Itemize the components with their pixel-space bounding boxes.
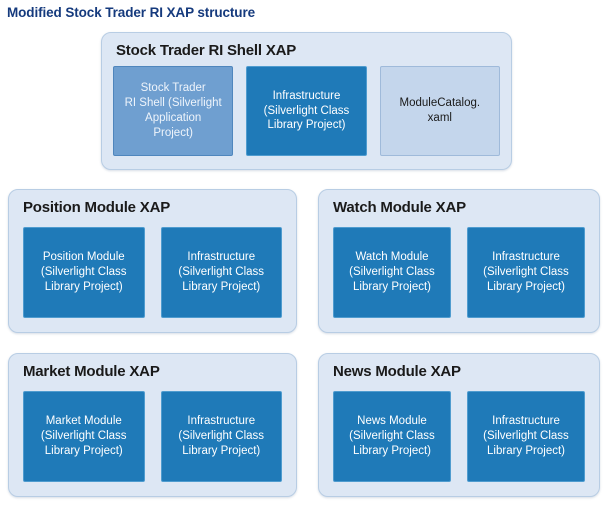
project-box-line: Library Project) [182, 280, 261, 293]
project-box-line: Library Project) [353, 280, 431, 293]
xap-panel-title: News Module XAP [333, 363, 461, 380]
project-box-line: (Silverlight Class [349, 430, 435, 443]
project-box-module-catalog-xaml[interactable]: ModuleCatalog. xaml [379, 66, 500, 156]
project-box-line: (Silverlight Class [483, 266, 569, 279]
project-box-line: (Silverlight Class [178, 266, 265, 279]
project-box-line: RI Shell (Silverlight [124, 97, 222, 110]
xap-panel-title: Market Module XAP [23, 363, 160, 380]
xap-panel-watch: Watch Module XAP Watch Module (Silverligh… [318, 189, 600, 333]
xap-panel-market: Market Module XAP Market Module (Silverli… [8, 353, 297, 497]
project-box-line: (Silverlight Class [263, 104, 350, 117]
project-box-line: Stock Trader [140, 82, 206, 95]
project-box-line: xaml [427, 112, 452, 124]
project-box-line: Market Module [45, 415, 122, 428]
project-box-line: Infrastructure [187, 251, 256, 264]
project-box-line: Infrastructure [272, 89, 341, 102]
project-box-line: (Silverlight Class [40, 430, 127, 443]
project-box-line: (Silverlight Class [178, 430, 265, 443]
project-box-line: ModuleCatalog. [399, 97, 481, 110]
project-box-line: Library Project) [44, 444, 123, 457]
project-box-line: Library Project) [487, 444, 565, 457]
project-box-line: Library Project) [267, 119, 346, 132]
project-box-line: (Silverlight Class [483, 430, 569, 443]
xap-panel-position: Position Module XAP Position Module (Silv… [8, 189, 297, 333]
xap-panel-title: Watch Module XAP [333, 199, 466, 216]
xap-panel-title: Stock Trader RI Shell XAP [116, 42, 297, 59]
project-box-line: Position Module [42, 251, 125, 264]
project-box-line: Infrastructure [492, 251, 560, 264]
project-box-line: Library Project) [44, 280, 123, 293]
project-box-line: Library Project) [353, 444, 431, 457]
project-box-line: Watch Module [355, 251, 429, 264]
project-box-line: Library Project) [182, 444, 261, 457]
xap-panel-news: News Module XAP News Module (Silverlight … [318, 353, 600, 497]
project-box-line: Infrastructure [187, 415, 256, 428]
project-box-line: Infrastructure [492, 415, 560, 428]
page-title: Modified Stock Trader RI XAP structure [7, 5, 256, 20]
project-box-line: News Module [357, 415, 427, 428]
project-box-line: Library Project) [487, 280, 565, 293]
project-box-line: (Silverlight Class [40, 266, 127, 279]
project-box-line: Application [145, 112, 202, 124]
project-box-line: (Silverlight Class [349, 266, 435, 279]
xap-panel-title: Position Module XAP [23, 199, 171, 216]
project-box-line: Project) [153, 126, 193, 139]
